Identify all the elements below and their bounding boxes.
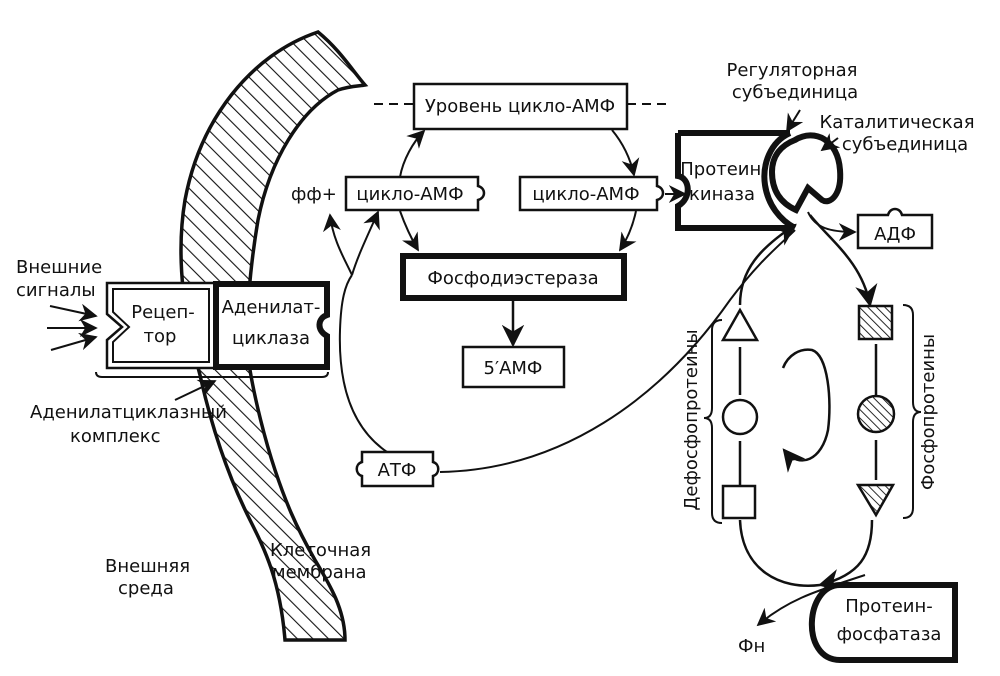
cycle-right-bottom: [817, 519, 874, 591]
pp-plus-label: фф+: [291, 184, 337, 205]
pn-label: Фн: [738, 636, 765, 657]
atp-to-cyclase-arc: [338, 274, 388, 453]
complex-label-1: Аденилатциклазный: [30, 402, 227, 423]
regulatory-pointer: [786, 109, 804, 133]
receptor: Рецеп- тор: [105, 281, 217, 370]
protein-phosphatase-label-2: фосфатаза: [837, 624, 942, 645]
camp-level-label: Уровень цикло-АМФ: [425, 96, 615, 117]
camp-level-box: [412, 82, 629, 131]
square-open: [721, 484, 757, 520]
arrow-camp-left-to-pde: [399, 210, 419, 252]
regulatory-label-2: субъединица: [732, 82, 858, 103]
protein-kinase: Протеин- киназа: [675, 130, 844, 231]
square-hatched: [857, 304, 894, 341]
cycle-right-top: [809, 214, 878, 308]
circle-open: [721, 398, 759, 436]
triangle-down-hatched: [855, 483, 896, 518]
dephosphoprotein-column: Дефосфопротеины: [681, 307, 760, 524]
adp-box: [856, 207, 934, 250]
regulatory-subunit: [761, 130, 797, 231]
cell-membrane: [179, 30, 369, 642]
complex-bracket: [95, 371, 329, 378]
camp-left-label: цикло-АМФ: [356, 184, 463, 205]
catalytic-pointer: [820, 133, 841, 152]
camp-right-label: цикло-АМФ: [532, 184, 639, 205]
adp-label: АДФ: [874, 224, 916, 245]
membrane-label-2: мембрана: [272, 562, 367, 583]
protein-kinase-label-2: киназа: [689, 184, 755, 205]
rotation-arrow: [781, 348, 831, 473]
camp-left-box: [344, 175, 486, 212]
phosphoprotein-column: Фосфопротеины: [855, 304, 939, 519]
receptor-label-1: Рецеп-: [131, 302, 195, 323]
atp-to-kinase-curve: [439, 229, 796, 473]
external-signals-label-2: сигналы: [16, 280, 96, 301]
phosphoproteins-label: Фосфопротеины: [918, 334, 939, 490]
arrow-to-camp-level: [399, 129, 426, 178]
complex-label-2: комплекс: [70, 426, 161, 447]
complex-pointer: [174, 379, 217, 401]
catalytic-subunit: [768, 132, 844, 214]
protein-phosphatase-box: [808, 582, 958, 663]
atp-box: [355, 450, 440, 488]
amp5-label: 5′АМФ: [484, 358, 543, 379]
triangle-up-open: [720, 307, 760, 342]
protein-phosphatase-label-1: Протеин-: [845, 596, 933, 617]
circle-hatched: [856, 394, 896, 434]
catalytic-label-2: субъединица: [842, 134, 968, 155]
atp-label: АТФ: [378, 460, 417, 481]
adenylate-cyclase: Аденилат- циклаза: [213, 281, 330, 370]
adenylate-cyclase-label-2: циклаза: [232, 328, 310, 349]
arrow-from-camp-level: [611, 129, 640, 177]
camp-right-box: [518, 175, 665, 212]
protein-kinase-label-1: Протеин-: [680, 159, 768, 180]
external-signals-label-1: Внешние: [16, 257, 102, 278]
arrow-to-pp: [323, 213, 353, 276]
amp5-box: [461, 345, 566, 389]
phosphodiesterase-label: Фосфодиэстераза: [427, 268, 598, 289]
external-signal-arrows: [47, 303, 98, 351]
catalytic-label-1: Каталитическая: [819, 112, 974, 133]
external-env-label-1: Внешняя: [105, 556, 190, 577]
external-env-label-2: среда: [118, 578, 174, 599]
adenylate-cyclase-label-1: Аденилат-: [222, 297, 321, 318]
arrow-to-camp-left: [351, 210, 380, 276]
cycle-left-bottom: [738, 519, 821, 587]
arrow-camp-right-to-pde: [619, 210, 637, 252]
arrow-to-pn: [756, 574, 866, 627]
regulatory-label-1: Регуляторная: [727, 60, 858, 81]
dephosphoproteins-label: Дефосфопротеины: [681, 329, 702, 510]
membrane-label-1: Клеточная: [270, 540, 371, 561]
cycle-left-top: [738, 223, 797, 306]
receptor-label-2: тор: [144, 326, 177, 347]
phosphodiesterase-box: [400, 253, 627, 301]
